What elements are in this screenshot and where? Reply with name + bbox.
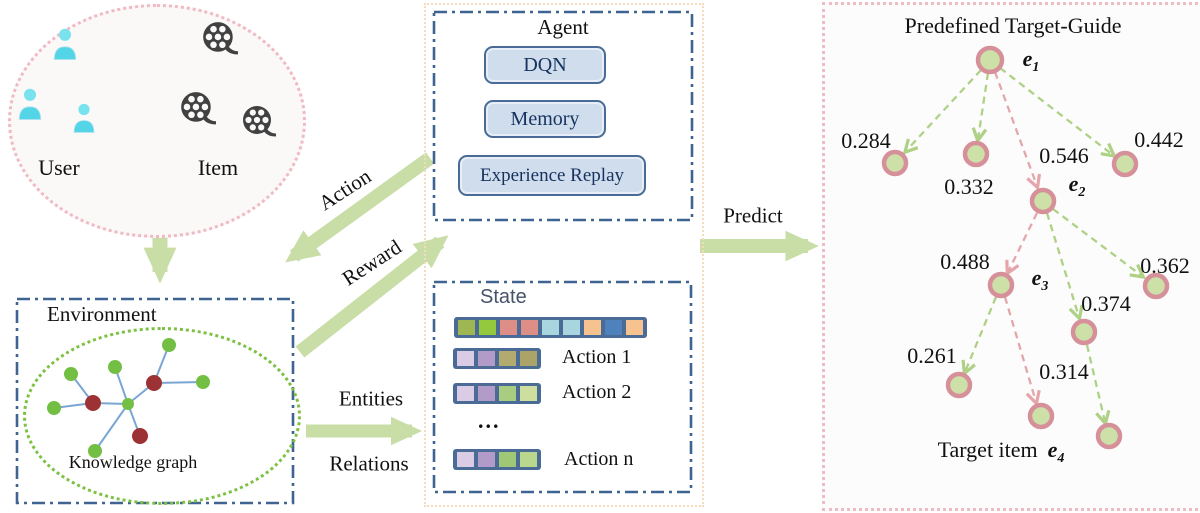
action-1-vector: [453, 348, 541, 369]
prob-label: 0.332: [944, 174, 994, 199]
vector-cell: [520, 452, 537, 467]
vector-cell: [542, 320, 559, 335]
user-label: User: [38, 155, 80, 180]
knowledge-graph-ellipse: [23, 327, 301, 505]
node-e2: [1029, 187, 1057, 215]
environment-box: Environment: [15, 297, 301, 505]
film-reel-icon: [243, 106, 276, 137]
vector-cell: [478, 351, 495, 366]
vector-cell: [521, 320, 538, 335]
prob-label: 0.546: [1039, 143, 1089, 168]
agent-state-frame: [424, 3, 704, 507]
action-2-label: Action 2: [562, 381, 632, 403]
vector-cell: [563, 320, 580, 335]
user-icon: [73, 103, 95, 133]
node-e3: [987, 271, 1015, 299]
target-guide-title: Predefined Target-Guide: [904, 13, 1122, 38]
dqn-module: DQN: [484, 46, 606, 84]
node-target-e4: [1027, 402, 1055, 430]
memory-module: Memory: [484, 100, 606, 138]
actions-ellipsis: ...: [478, 408, 501, 433]
vector-cell: [500, 320, 517, 335]
action-n-label: Action n: [564, 448, 634, 470]
agent-box: Agent DQN Memory Experience Replay: [432, 10, 694, 222]
film-reel-icon: [203, 22, 238, 55]
prob-label: 0.374: [1081, 291, 1131, 316]
vector-cell: [478, 452, 495, 467]
target-guide-panel: Predefined Target-Guide: [822, 2, 1200, 511]
entity-label-e1: e1: [1022, 45, 1040, 76]
prob-label: 0.362: [1140, 253, 1190, 278]
user-icon: [53, 28, 77, 61]
prob-label: 0.314: [1039, 359, 1089, 384]
item-label: Item: [197, 155, 239, 180]
vector-cell: [458, 320, 475, 335]
tree-nodes: [881, 45, 1170, 450]
reward-flow-label: Reward: [337, 234, 406, 291]
entities-flow-label: Entities: [338, 386, 404, 411]
vector-cell: [499, 351, 516, 366]
node-0332: [962, 140, 990, 168]
pink-edges: [993, 71, 1037, 402]
film-reel-icon: [181, 92, 216, 125]
vector-cell: [457, 386, 474, 401]
state-box: State Action 1 Action 2 ... Action n: [432, 280, 693, 494]
action-2-vector: [453, 383, 541, 404]
vector-cell: [626, 320, 643, 335]
vector-cell: [605, 320, 622, 335]
vector-cell: [457, 452, 474, 467]
environment-title: Environment: [47, 302, 157, 326]
entity-label-e3: e3: [1031, 264, 1049, 295]
agent-title: Agent: [537, 15, 589, 39]
knowledge-graph-caption: Knowledge graph: [68, 452, 198, 472]
vector-cell: [520, 351, 537, 366]
action-n-vector: [453, 449, 541, 470]
node-0261: [945, 371, 973, 399]
user-icon: [18, 88, 42, 121]
prob-label: 0.261: [907, 343, 957, 368]
node-0442: [1111, 150, 1139, 178]
node-e1: [975, 45, 1005, 75]
vector-cell: [479, 320, 496, 335]
vector-cell: [478, 386, 495, 401]
target-item-label: Target item e4: [937, 436, 1065, 467]
predict-flow-label: Predict: [723, 203, 783, 228]
action-flow-label: Action: [314, 163, 376, 216]
prob-label: 0.284: [841, 128, 891, 153]
experience-replay-module: Experience Replay: [458, 155, 646, 196]
state-vector: [454, 317, 647, 338]
entity-label-e2: e2: [1068, 170, 1086, 201]
node-bottom-right: [1095, 422, 1123, 450]
state-title: State: [480, 286, 527, 308]
vector-cell: [457, 351, 474, 366]
prob-label: 0.488: [940, 249, 990, 274]
vector-cell: [499, 452, 516, 467]
node-0284: [881, 149, 909, 177]
vector-cell: [584, 320, 601, 335]
prob-label: 0.442: [1134, 127, 1184, 152]
node-0374: [1070, 318, 1098, 346]
vector-cell: [499, 386, 516, 401]
relations-flow-label: Relations: [329, 451, 409, 476]
users-items-group: User Item: [8, 4, 306, 238]
action-1-label: Action 1: [562, 346, 632, 368]
vector-cell: [520, 386, 537, 401]
